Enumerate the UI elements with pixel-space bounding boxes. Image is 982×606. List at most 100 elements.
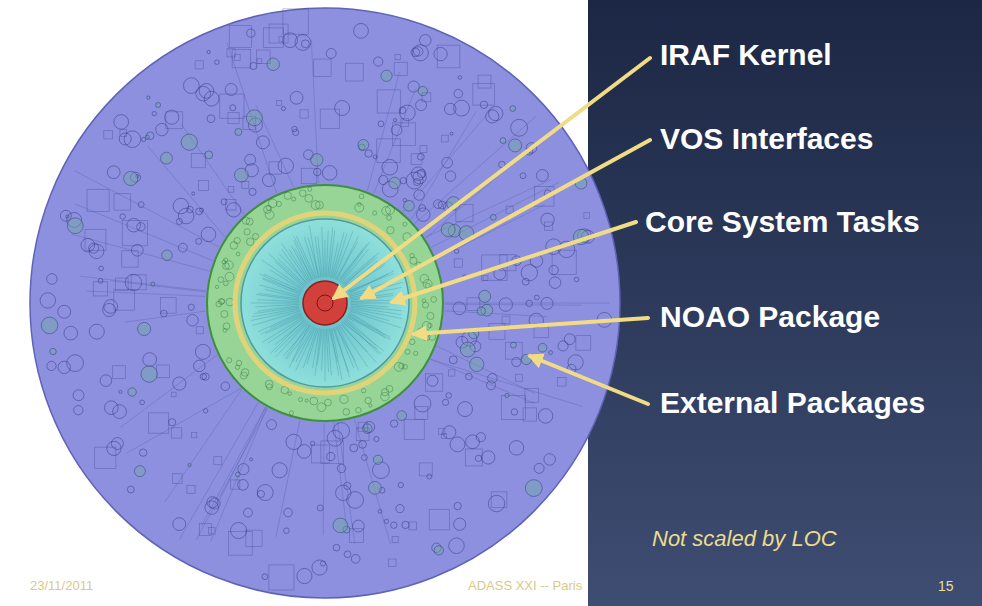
vos-tick [326,329,328,372]
task-cluster [482,451,495,464]
package-box [264,28,284,48]
task-cluster [454,100,470,116]
package-box [192,433,197,438]
external-ring [30,8,620,598]
noao-task [216,301,222,307]
noao-task [420,274,428,282]
radial-link [74,170,219,246]
task-cluster [445,171,455,181]
package-box [356,428,369,441]
noao-task [310,397,318,405]
task-cluster [187,206,194,213]
task-cluster [100,375,112,387]
noao-task [288,392,292,396]
task-cluster [221,382,230,391]
noao-task [266,384,272,390]
radial-link [181,124,244,214]
noao-task [409,339,415,345]
vos-tick [325,240,326,277]
radial-link [445,303,610,304]
task-cluster [465,373,472,380]
task-cluster [161,152,173,164]
task-cluster [400,105,416,121]
noao-task [224,258,228,262]
task-cluster [441,223,455,237]
task-cluster [558,341,568,351]
task-cluster [442,157,453,168]
vos-tick [294,240,312,280]
task-cluster [449,356,457,364]
task-cluster [442,399,448,405]
task-cluster [541,297,553,309]
task-cluster [458,76,462,80]
task-cluster [520,173,526,179]
task-cluster [292,126,297,131]
task-cluster [89,244,104,259]
vos-ticks [251,225,407,381]
task-cluster [284,508,293,517]
task-cluster [262,174,275,187]
package-box [404,419,424,439]
task-cluster [47,274,58,285]
package-box [502,316,510,324]
vos-tick [340,324,367,352]
footer-date: 23/11/2011 [30,578,93,594]
callout-label: NOAO Package [660,300,880,334]
task-cluster [390,420,397,427]
task-cluster [231,522,247,538]
noao-task [422,299,426,303]
radial-link [148,146,225,237]
package-box [113,366,126,379]
noao-task [244,229,250,235]
task-cluster [169,419,176,426]
package-box [187,485,195,493]
task-cluster [156,123,168,135]
task-cluster [511,409,518,416]
task-cluster [201,227,216,242]
task-cluster [373,155,377,159]
task-cluster [408,81,419,92]
task-cluster [361,455,367,461]
task-cluster [47,361,56,370]
package-box [242,181,249,188]
task-cluster [511,119,528,136]
noao-task [403,222,407,226]
noao-task [268,199,277,208]
package-box [358,422,367,431]
task-cluster [326,49,336,59]
task-cluster [173,377,186,390]
vos-tick [350,310,389,321]
vos-tick [337,236,359,280]
task-cluster [544,454,556,466]
task-cluster [534,463,544,473]
task-cluster [389,177,401,189]
package-box [171,392,176,397]
task-cluster [178,208,194,224]
package-box [523,408,536,421]
noao-task [425,283,430,288]
task-cluster [267,420,277,430]
task-cluster [304,150,314,160]
package-box [269,565,294,590]
radial-link [196,408,267,539]
noao-task [246,238,254,246]
radial-link [219,407,265,500]
radial-link [445,311,548,317]
kernel-detail [317,295,333,311]
radial-link [437,346,535,393]
noao-task [284,192,291,199]
package-box [166,112,183,129]
page-number: 15 [938,578,954,594]
package-box [257,50,271,64]
task-cluster [111,438,123,450]
noao-task [305,399,308,402]
task-cluster [207,115,215,123]
task-cluster [417,208,430,221]
task-cluster [486,110,499,123]
radial-link [165,389,242,502]
callout-label: VOS Interfaces [660,122,873,156]
task-cluster [256,136,269,149]
task-cluster [488,373,498,383]
task-cluster [225,83,237,95]
task-cluster [313,168,321,176]
